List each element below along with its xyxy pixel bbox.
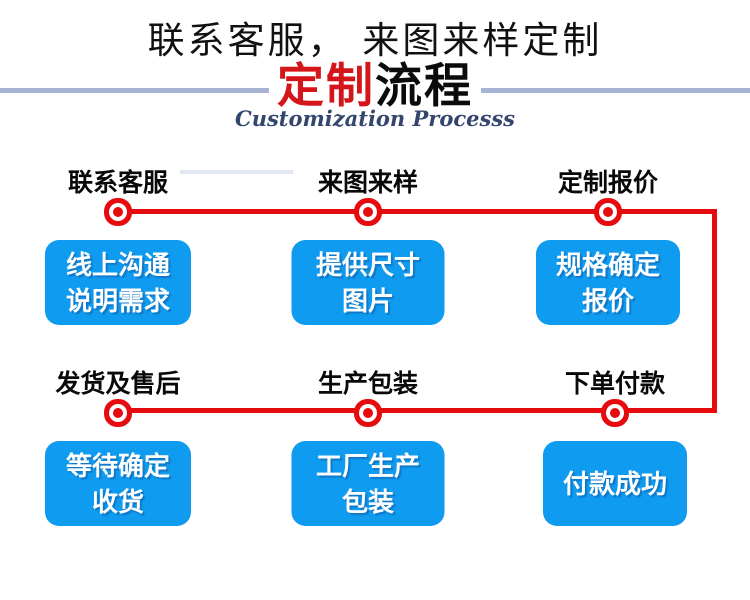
step-box: 等待确定 收货	[45, 441, 191, 526]
flow-step-shipping-aftersales: 发货及售后 等待确定 收货	[8, 364, 228, 554]
section-subtitle: Customization Processs	[235, 106, 515, 131]
timeline-dot-icon	[363, 408, 373, 418]
decorative-faint-line	[180, 170, 293, 174]
step-box-text: 图片	[341, 285, 394, 316]
step-label: 下单付款	[564, 370, 665, 398]
section-title-red-part: 定制	[277, 59, 375, 112]
step-box-text: 收货	[91, 486, 144, 517]
step-box: 线上沟通 说明需求	[45, 240, 191, 325]
step-label: 定制报价	[557, 169, 658, 197]
step-box: 付款成功	[543, 441, 687, 526]
section-title: 定制流程	[0, 58, 750, 114]
flow-step-provide-sample: 来图来样 提供尺寸 图片	[258, 163, 478, 353]
step-label: 来图来样	[317, 169, 418, 197]
page-title: 联系客服， 来图来样定制	[147, 19, 603, 62]
flow-line-top	[118, 209, 717, 214]
step-box: 提供尺寸 图片	[291, 240, 445, 325]
step-box-text: 提供尺寸	[315, 249, 420, 280]
step-label: 联系客服	[67, 169, 168, 197]
step-box-text: 报价	[581, 285, 634, 316]
step-box: 规格确定 报价	[536, 240, 680, 325]
step-box-text: 包装	[341, 486, 394, 517]
step-box: 工厂生产 包装	[291, 441, 445, 526]
timeline-dot-icon	[363, 207, 373, 217]
section-title-black-part: 流程	[375, 59, 473, 112]
step-box-text: 线上沟通	[65, 249, 170, 280]
timeline-dot-icon	[603, 207, 613, 217]
timeline-dot-icon	[113, 207, 123, 217]
step-box-text: 工厂生产	[315, 450, 420, 481]
step-label: 生产包装	[317, 370, 418, 398]
step-box-text: 等待确定	[65, 450, 170, 481]
step-box-text: 说明需求	[65, 285, 170, 316]
flow-step-contact-service: 联系客服 线上沟通 说明需求	[8, 163, 228, 353]
timeline-dot-icon	[113, 408, 123, 418]
step-label: 发货及售后	[55, 370, 181, 398]
timeline-dot-icon	[610, 408, 620, 418]
flow-step-production-packaging: 生产包装 工厂生产 包装	[258, 364, 478, 554]
step-box-text: 付款成功	[562, 468, 667, 499]
flow-step-custom-quote: 定制报价 规格确定 报价	[498, 163, 718, 353]
flow-line-right	[712, 209, 717, 413]
step-box-text: 规格确定	[555, 249, 660, 280]
flow-step-order-payment: 下单付款 付款成功	[505, 364, 725, 554]
flow-line-bottom	[118, 408, 717, 413]
